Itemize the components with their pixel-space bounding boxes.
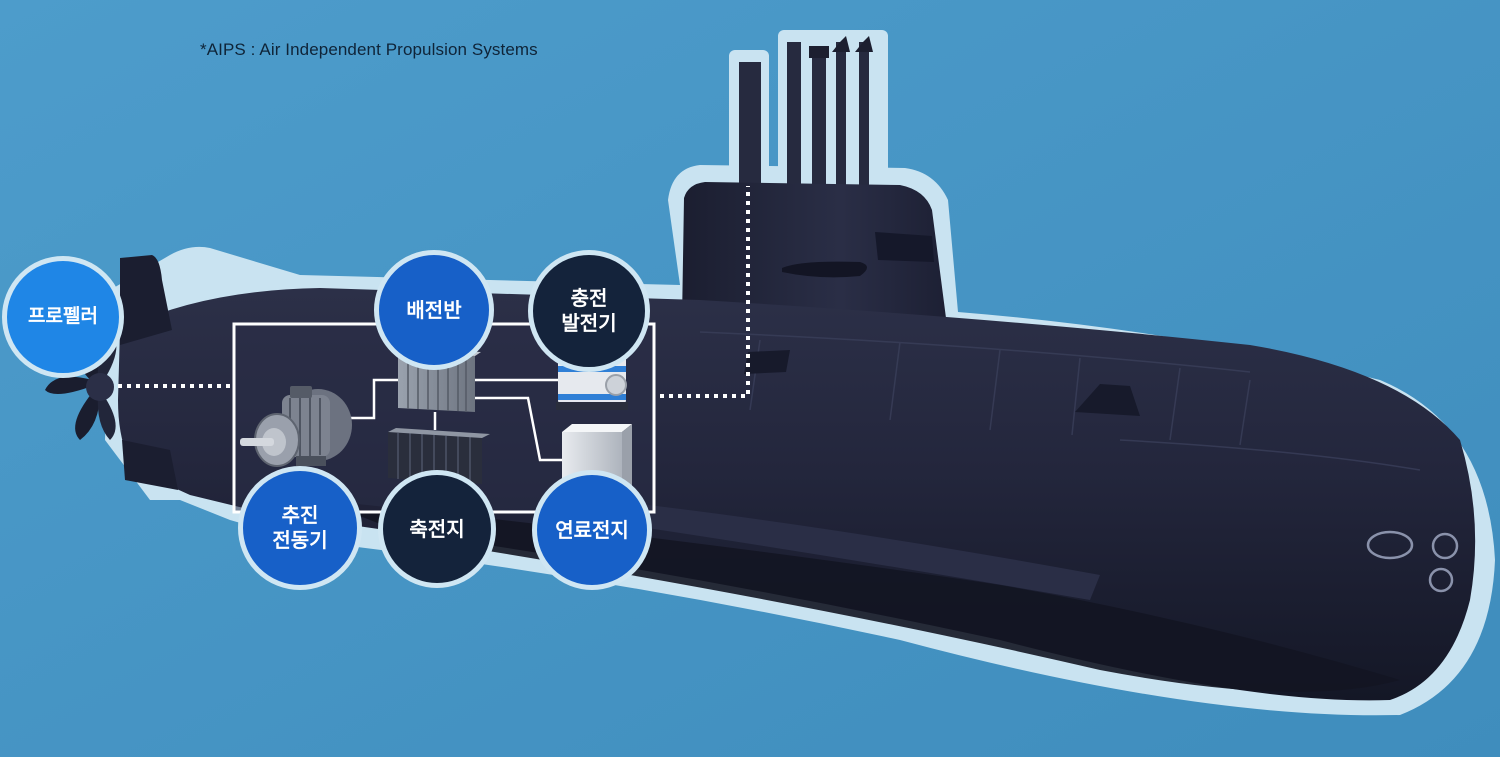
switchboard-label-bubble: 배전반 <box>374 250 494 370</box>
hull-hatch <box>1075 384 1140 416</box>
sail-fairwater-plane <box>782 261 867 278</box>
stern-lower-fin <box>122 440 178 490</box>
bow-torpedo-ports <box>1366 530 1459 593</box>
charging-generator-label-line1: 충전 <box>570 286 608 310</box>
battery-label-bubble: 축전지 <box>378 470 496 588</box>
sail-recess <box>875 232 934 262</box>
battery-bank-icon <box>388 428 490 484</box>
dotted-shaft-lines <box>118 186 750 398</box>
propulsion-motor-label-line1: 추진 <box>281 503 319 527</box>
hull-hatch <box>744 350 790 374</box>
stern-rudder <box>120 255 172 345</box>
battery-label: 축전지 <box>409 516 465 541</box>
propulsion-motor-label-line2: 전동기 <box>272 528 328 552</box>
aips-footnote: *AIPS : Air Independent Propulsion Syste… <box>200 40 538 59</box>
masts <box>739 36 873 192</box>
fuel-cell-label: 연료전지 <box>555 517 629 542</box>
switchboard-label: 배전반 <box>406 297 462 322</box>
electric-motor-icon <box>240 386 352 467</box>
propeller-label-bubble: 프로펠러 <box>2 256 124 378</box>
charging-generator-label-bubble: 충전 발전기 <box>528 250 650 372</box>
fuel-cell-label-bubble: 연료전지 <box>532 470 652 590</box>
propeller-label: 프로펠러 <box>28 305 98 328</box>
propulsion-motor-label-bubble: 추진 전동기 <box>238 466 362 590</box>
charging-generator-label-line2: 발전기 <box>561 311 617 335</box>
hull-fin <box>560 495 1100 600</box>
